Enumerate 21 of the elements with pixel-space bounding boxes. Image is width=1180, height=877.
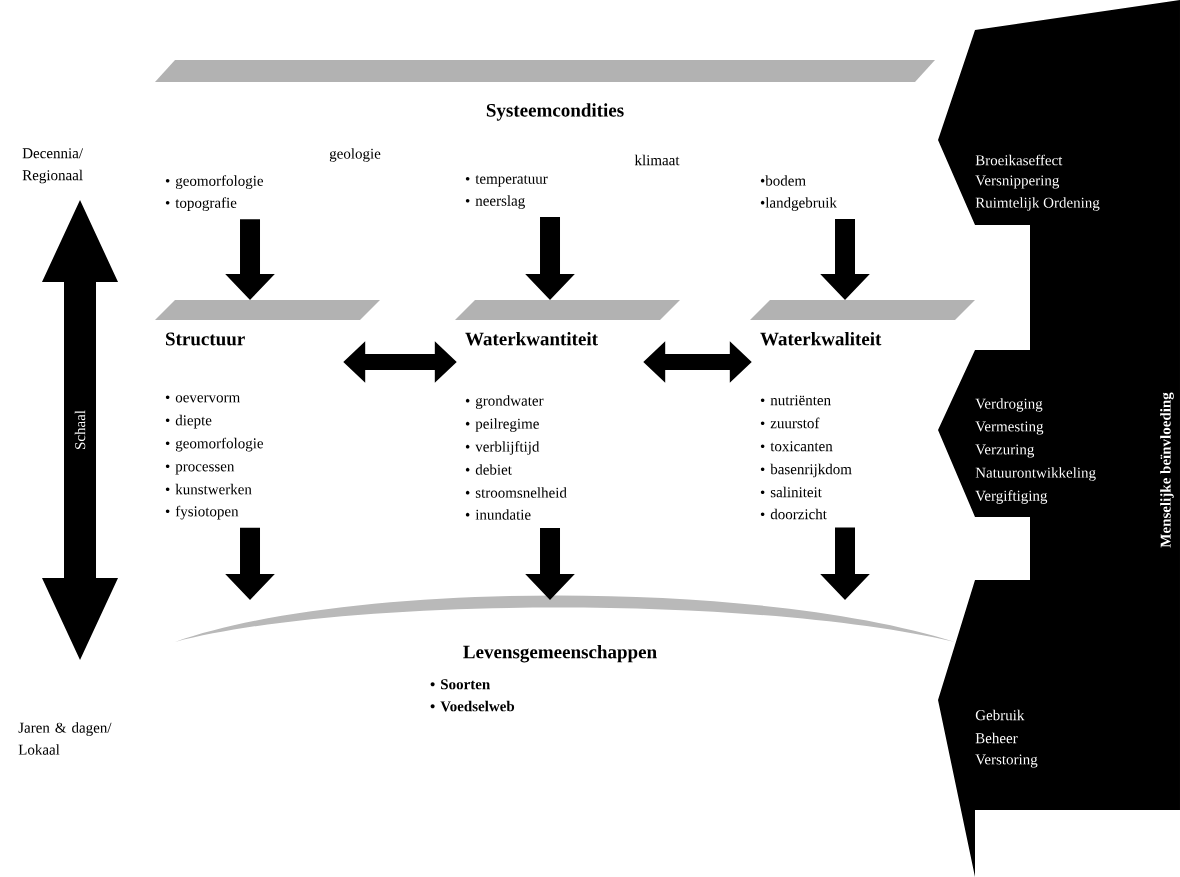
factor-label: geologie [329, 148, 381, 162]
scale-label: Decennia/ Regionaal [22, 148, 83, 184]
scale-label: Jaren & dagen/ Lokaal [18, 722, 112, 755]
node-label: Waterkwantiteit [465, 332, 598, 346]
node-label: Waterkwaliteit [760, 332, 882, 346]
title-band: Systeemcondities [155, 60, 935, 121]
category-band: Waterkwantiteit [455, 300, 680, 346]
node-label: • Soorten [430, 679, 491, 690]
scale-label: Schaal [74, 410, 86, 449]
bullet-list: • nutriënten • zuurstof • toxicanten • basenrijkdom • saliniteit • doorzicht [760, 395, 852, 520]
bullet-list: • temperatuur • neerslag [465, 175, 548, 209]
node-label: Systeemcondities [486, 103, 624, 121]
node-label: Structuur [166, 332, 245, 346]
bullet-list: •bodem •landgebruik [760, 175, 837, 211]
bullet-list: • geomorfologie • topografie [165, 175, 264, 211]
bullet-list: • grondwater • peilregime • verblijftijd • debiet • stroomsnelheid • inundatie [465, 395, 567, 520]
category-band: Structuur [155, 300, 380, 346]
factor-label: klimaat [634, 154, 680, 166]
node-label: Levensgemeenschappen [463, 645, 657, 663]
node-label: • Voedselweb [430, 700, 515, 712]
bullet-list: • oevervorm • diepte • geomorfologie • processen • kunstwerken • fysiotopen [165, 395, 264, 520]
